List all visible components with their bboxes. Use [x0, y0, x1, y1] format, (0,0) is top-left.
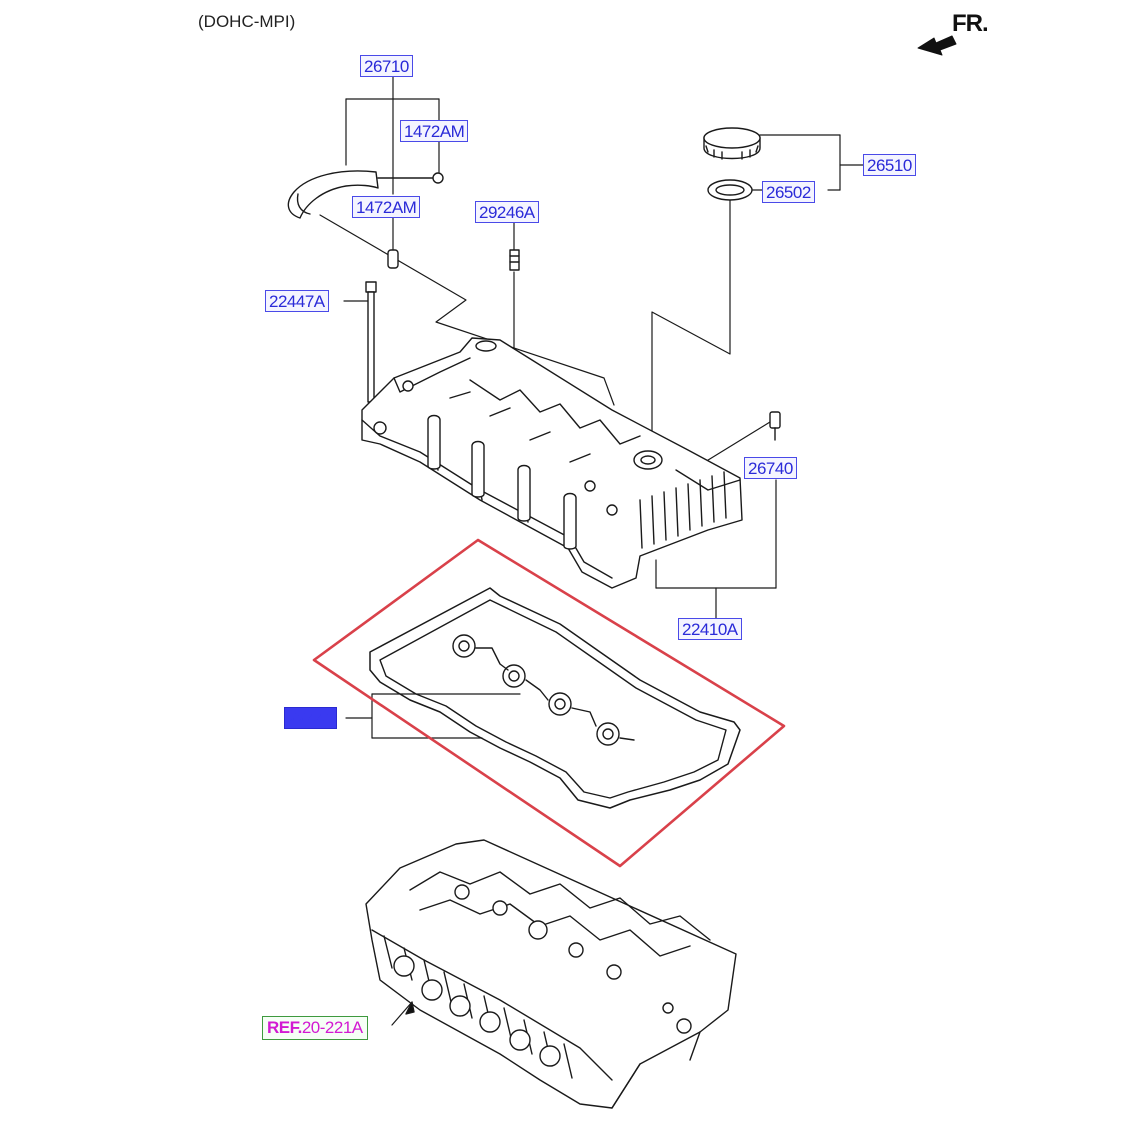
part-label-1472am-upper[interactable]: 1472AM	[400, 120, 469, 142]
part-label-1472am-lower[interactable]: 1472AM	[352, 196, 421, 218]
reference-prefix: REF.	[267, 1018, 302, 1037]
part-label-22441[interactable]: 22441	[284, 707, 337, 729]
oil-filler-cap	[703, 127, 761, 160]
cap-seal	[707, 179, 753, 201]
leader-lines	[319, 76, 867, 1026]
highlight-box	[312, 538, 786, 868]
ref-arrow-icon	[405, 1001, 415, 1015]
valve-cover-gasket	[369, 587, 741, 809]
cover-bolt	[365, 281, 377, 403]
cylinder-head	[365, 839, 737, 1109]
engine-type-label: (DOHC-MPI)	[198, 12, 296, 31]
front-direction-label: FR.	[952, 10, 989, 37]
part-label-22410a[interactable]: 22410A	[678, 618, 742, 640]
reference-code: 20-221A	[301, 1018, 363, 1037]
part-label-29246a[interactable]: 29246A	[475, 201, 539, 223]
part-label-26502[interactable]: 26502	[762, 181, 815, 203]
front-arrow-icon	[917, 35, 957, 56]
part-label-22447a[interactable]: 22447A	[265, 290, 329, 312]
valve-cover	[361, 337, 743, 589]
part-label-26510[interactable]: 26510	[863, 154, 916, 176]
part-label-26740[interactable]: 26740	[744, 457, 797, 479]
breather-hose	[287, 170, 444, 269]
stud-bolt	[509, 249, 520, 271]
part-label-26710[interactable]: 26710	[360, 55, 413, 77]
pcv-valve	[769, 411, 781, 441]
reference-link[interactable]: REF.20-221A	[262, 1016, 368, 1040]
